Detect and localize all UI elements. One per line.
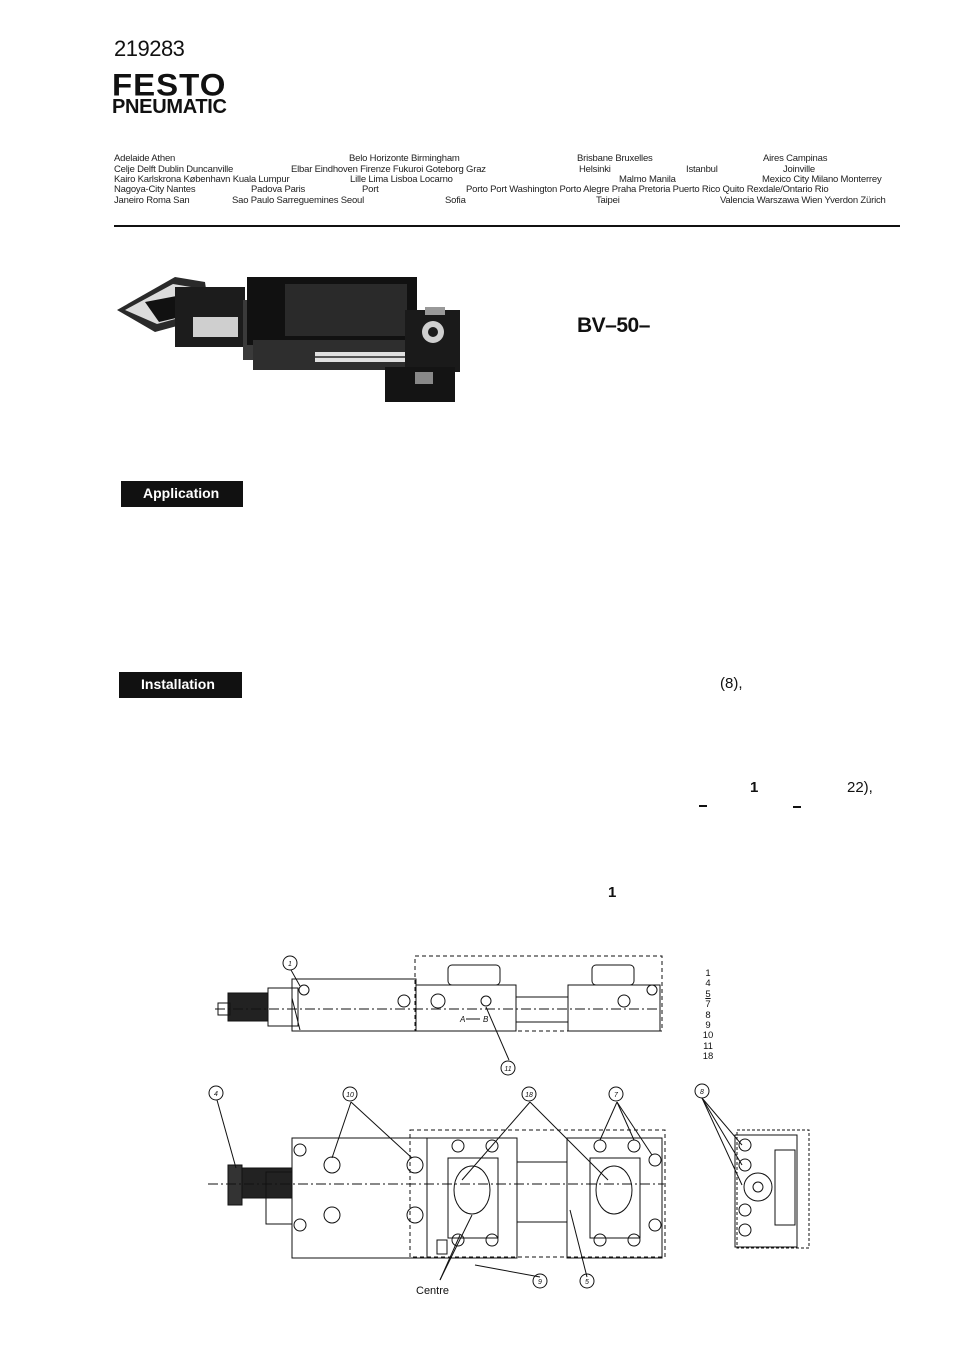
city-text: Nagoya-City Nantes [114,184,196,195]
section-heading-application: Application [121,481,243,507]
city-text: Sofia [445,195,466,206]
legend-number: 10 [702,1030,714,1042]
legend-number: 9 [705,1020,711,1032]
legend-number: 5 [705,988,711,1000]
city-text: Elbar Eindhoven Firenze Fukuroi Goteborg… [291,164,486,175]
brand-logo-festo: FESTO [112,66,227,103]
reference-fragment: 22), [847,779,873,796]
city-text: Belo Horizonte Birmingham [349,153,460,164]
reference-fragment: 1 [750,779,759,796]
reference-fragment: 1 [608,884,617,901]
legend-number: 1 [705,968,711,979]
city-text: Adelaide Athen [114,153,176,164]
city-text: Lille Lima Lisboa Locarno [350,174,453,185]
parts-legend: 1 4 5 7 8 9 10 11 18 [698,968,718,1063]
legend-number: 18 [702,1051,714,1063]
city-text: Mexico City Milano Monterrey [762,174,882,185]
city-text: Malmo Manila [619,174,676,185]
arrow-label: B [483,1015,489,1024]
callout-number: 5 [585,1279,589,1286]
header-divider [114,225,900,227]
legend-number: 11 [703,1040,713,1052]
callout-number: 1 [288,961,292,968]
reference-fragment: (8), [720,675,743,692]
legend-number: 8 [705,1009,711,1021]
city-text: Porto Port Washington Porto Alegre Praha… [466,184,829,195]
city-text: Helsinki [579,164,611,175]
arrow-label: A [459,1015,465,1024]
centre-label: Centre [416,1285,450,1297]
city-text: Kairo Karlskrona København Kuala Lumpur [114,174,290,185]
callout-number: 10 [346,1092,354,1099]
city-text: Istanbul [686,164,718,175]
callout-number: 18 [525,1092,533,1099]
city-text: Valencia Warszawa Wien Yverdon Zürich [720,195,886,206]
city-text: Joinville [783,164,815,175]
document-number: 219283 [114,36,185,61]
model-designation: BV–50– [577,314,650,337]
city-text: Aires Campinas [763,153,828,164]
city-text: Brisbane Bruxelles [577,153,653,164]
product-photo [115,272,460,402]
callout-number: 7 [614,1092,619,1099]
callout-number: 4 [214,1091,218,1098]
dash-mark [699,805,707,807]
callout-number: 11 [504,1066,511,1073]
section-heading-installation: Installation [119,672,242,698]
legend-number: 4 [705,978,711,990]
dash-mark [793,806,801,808]
city-text: Janeiro Roma San [114,195,190,206]
callout-number: 8 [700,1089,704,1096]
legend-number: 7 [705,999,711,1011]
callout-number: 9 [538,1279,542,1286]
city-text: Celje Delft Dublin Duncanville [114,164,234,175]
city-text: Taipei [596,195,620,206]
city-text: Padova Paris [251,184,306,195]
brand-logo-pneumatic: PNEUMATIC [112,96,227,118]
city-text: Sao Paulo Sarreguemines Seoul [232,195,365,206]
city-text: Port [362,184,379,195]
perforation-grid [285,284,407,336]
